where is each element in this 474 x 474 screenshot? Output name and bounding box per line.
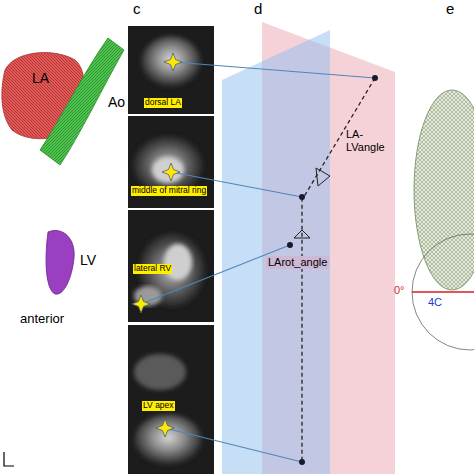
structure-name: Ao — [108, 94, 125, 110]
angle-mark — [316, 168, 330, 186]
mri-panel: LV apex — [128, 325, 214, 474]
slice-label: middle of mitral ring — [131, 186, 207, 196]
landmark-dot — [299, 459, 305, 465]
landmark-star — [156, 419, 174, 437]
mri-image — [128, 210, 214, 322]
view-label: 4C — [428, 296, 442, 309]
structure-name: LA — [32, 70, 49, 86]
mri-tissue — [134, 414, 202, 466]
left-ventricle — [46, 230, 74, 294]
slice-label: dorsal LA — [144, 98, 182, 108]
mri-tissue — [164, 244, 192, 280]
panel-letter: c — [133, 0, 141, 17]
mri-panel: middle of mitral ring — [128, 116, 214, 208]
leader-line — [165, 428, 302, 462]
landmark-dot — [299, 194, 305, 200]
mri-panel: lateral RV — [128, 210, 214, 322]
direction-label: anterior — [20, 312, 64, 327]
panel-e-art — [412, 90, 474, 350]
angle-label: LArot_angle — [266, 256, 329, 269]
leader-line — [141, 245, 290, 304]
mri-image — [128, 116, 214, 208]
slice-label: LV apex — [142, 401, 175, 411]
landmark-dot — [372, 75, 378, 81]
mri-tissue — [152, 157, 184, 183]
landmark-stars — [132, 53, 182, 437]
landmark-star — [162, 163, 180, 181]
blue-plane — [222, 30, 330, 474]
panel-letter: d — [254, 0, 262, 17]
landmark-star — [132, 295, 150, 313]
mri-tissue — [141, 36, 201, 88]
landmark-dot — [287, 242, 293, 248]
angle-circle — [412, 234, 474, 350]
slice-label: lateral RV — [133, 264, 172, 274]
landmark-star — [164, 53, 182, 71]
heart-model — [2, 38, 124, 466]
ventricle-mesh-lines — [414, 90, 474, 290]
angle-label: LA-LVangle — [346, 128, 396, 153]
mri-panel: dorsal LA — [128, 26, 214, 114]
ventricle-mesh — [414, 90, 474, 290]
mri-slices — [128, 26, 214, 474]
axis-line — [302, 78, 375, 462]
panel-letter: e — [446, 0, 454, 17]
leader-lines — [141, 62, 378, 465]
leader-line — [173, 62, 375, 78]
mri-image — [128, 325, 214, 474]
structure-name: LV — [80, 252, 96, 268]
zero-line — [412, 291, 474, 292]
angle-value: 0° — [394, 284, 405, 297]
mri-image — [128, 26, 214, 114]
planes — [222, 22, 395, 474]
angle-mark — [294, 230, 310, 238]
mri-tissue — [134, 354, 186, 390]
corner-mark — [4, 452, 14, 466]
